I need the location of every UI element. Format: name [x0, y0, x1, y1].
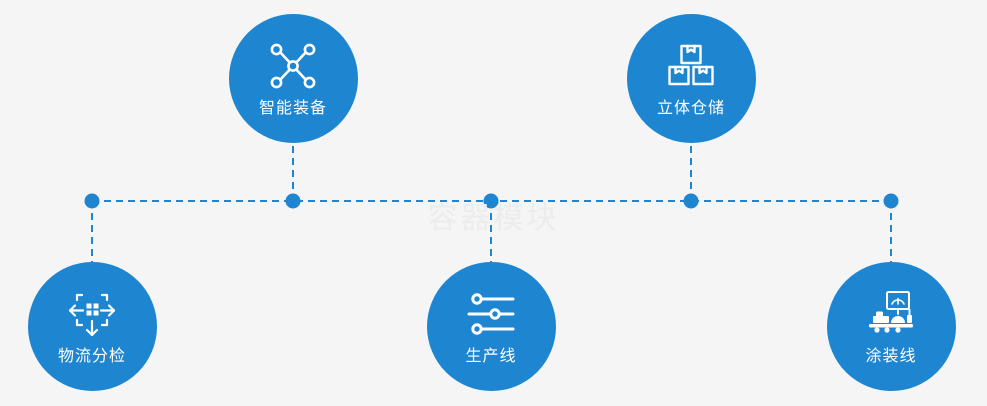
node-logistics-sorting[interactable]: 物流分检	[27, 261, 157, 391]
node-smart-equipment[interactable]: 智能装备	[228, 13, 358, 143]
node-label-painting-line: 涂装线	[865, 346, 917, 365]
sliders-icon	[465, 288, 517, 340]
bus-node-4	[683, 193, 699, 209]
node-production-line[interactable]: 生产线	[426, 261, 556, 391]
watermark-text: 容器模块	[427, 201, 560, 236]
bus-node-2	[285, 193, 301, 209]
sorting-arrows-icon	[66, 288, 118, 340]
node-label-stereoscopic-warehouse: 立体仓储	[656, 98, 725, 117]
stacked-boxes-icon	[665, 40, 717, 92]
node-label-production-line: 生产线	[465, 346, 517, 365]
node-stereoscopic-warehouse[interactable]: 立体仓储	[626, 13, 756, 143]
bus-node-5	[883, 193, 899, 209]
bus-node-3	[483, 193, 499, 209]
network-nodes-icon	[267, 40, 319, 92]
bus-node-1	[84, 193, 100, 209]
node-painting-line[interactable]: 涂装线	[826, 261, 956, 391]
node-label-logistics-sorting: 物流分检	[57, 346, 126, 365]
painting-robot-icon	[865, 288, 917, 340]
node-label-smart-equipment: 智能装备	[258, 98, 327, 117]
